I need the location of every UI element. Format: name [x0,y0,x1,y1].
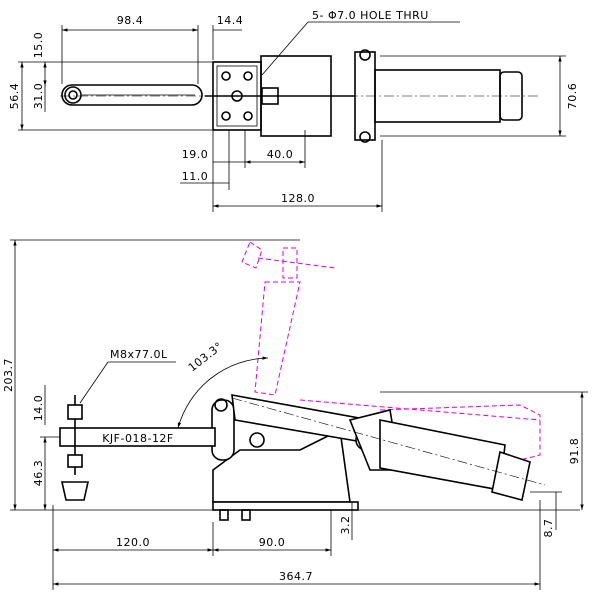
dim-364-7: 364.7 [279,570,313,583]
base-plate-side [212,501,359,511]
dim-31-0: 31.0 [32,83,45,110]
cylinder-side [379,419,506,491]
dim-128-0: 128.0 [281,192,315,205]
top-view: 98.4 14.4 15.0 31.0 56.4 70.6 5- Φ7.0 HO… [8,9,579,212]
spindle-pad-side [61,481,89,501]
cylinder-cap-side [491,450,531,501]
dim-15-0: 15.0 [32,32,45,59]
side-view: KJF-018-12F 203.7 14.0 46.3 91.8 8.7 [2,239,588,590]
dim-19-0: 19.0 [182,148,209,161]
spindle-label: M8x77.0L [110,348,168,361]
mount-hole [243,71,253,81]
dim-120-0: 120.0 [116,536,150,549]
dim-40-0: 40.0 [267,148,294,161]
mount-hole [243,111,253,121]
dim-56-4: 56.4 [8,83,21,110]
handle-arm-top [61,84,203,106]
spindle-head-top [64,86,82,104]
open-position-ghost [241,241,541,461]
dim-98-4: 98.4 [117,14,144,27]
dim-11-0: 11.0 [182,170,209,183]
dim-203-7: 203.7 [2,358,15,392]
dim-8-7: 8.7 [542,519,555,538]
dim-3-2: 3.2 [339,516,352,535]
dim-46-3: 46.3 [32,460,45,487]
mount-hole [221,71,231,81]
angle-103-3: 103.3° [186,339,226,374]
dim-70-6: 70.6 [566,83,579,110]
model-label: KJF-018-12F [102,432,174,445]
dim-90-0: 90.0 [259,536,286,549]
dim-91-8: 91.8 [568,438,581,465]
dim-14-0: 14.0 [32,395,45,422]
hole-thru-note: 5- Φ7.0 HOLE THRU [312,9,429,22]
dim-14-4: 14.4 [217,14,244,27]
mount-hole [221,111,231,121]
